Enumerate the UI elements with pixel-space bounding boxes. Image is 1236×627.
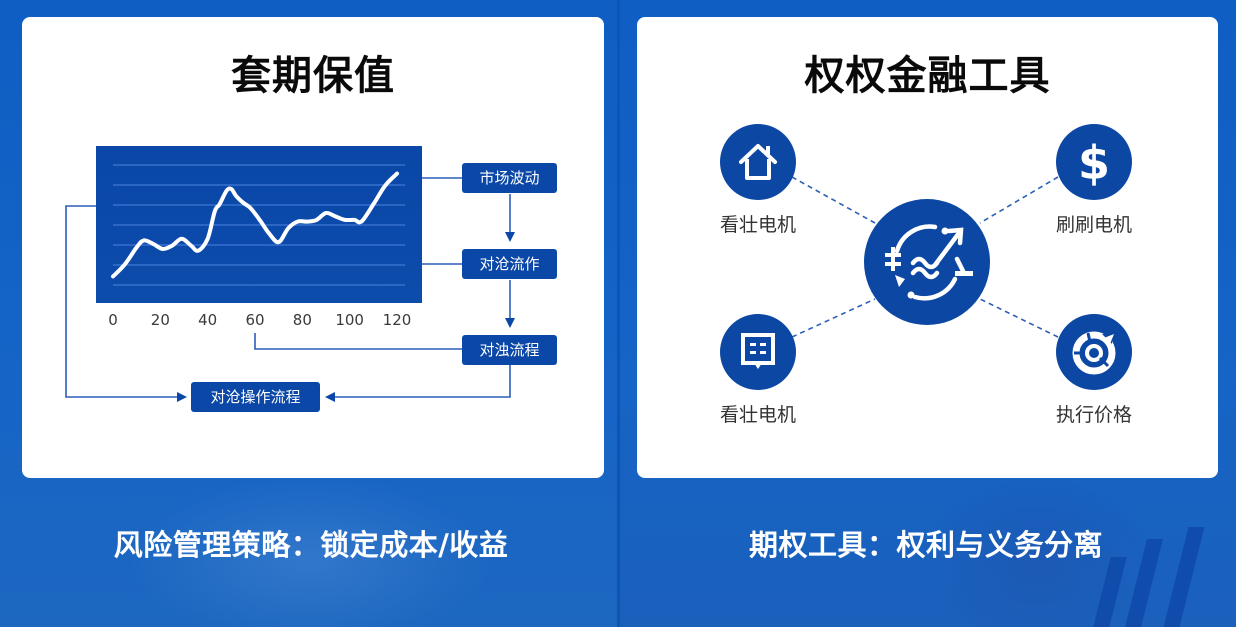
- flow-box-hedge-operation: 对沧操作流程: [191, 382, 320, 412]
- node-label-bottom-left: 看壮电机: [719, 404, 796, 426]
- price-line-chart: [111, 164, 405, 286]
- x-tick-label: 60: [245, 311, 265, 329]
- options-caption: 期权工具：权利与义务分离: [748, 528, 1103, 562]
- panel-divider: [617, 0, 620, 627]
- target-cycle-icon: [1072, 331, 1116, 375]
- x-tick-label: 100: [335, 311, 364, 329]
- chart-gridlines: [113, 164, 405, 286]
- node-label-top-left: 看壮电机: [719, 214, 796, 236]
- x-tick-label: 120: [382, 311, 412, 329]
- price-line: [111, 171, 399, 279]
- hedging-caption: 风险管理策略：锁定成本/收益: [113, 528, 509, 562]
- options-card: 权权金融工具 看壮电机 $ 刷刷电机: [637, 17, 1218, 478]
- node-label-bottom-right: 执行价格: [1055, 404, 1132, 426]
- dollar-icon: $: [1078, 137, 1110, 187]
- x-tick-label: 40: [198, 311, 218, 329]
- node-bottom-right: [1056, 314, 1132, 390]
- options-title: 权权金融工具: [804, 53, 1051, 99]
- hedging-card: 套期保值 0 20 40 60 80 100 120: [22, 17, 604, 478]
- x-tick-label: 0: [108, 311, 118, 329]
- currency-exchange-trend-icon: [885, 224, 973, 301]
- node-center: [864, 199, 990, 325]
- node-label-top-right: 刷刷电机: [1055, 214, 1132, 236]
- house-icon: [739, 144, 777, 180]
- price-chart: [96, 146, 422, 303]
- node-top-left: [720, 124, 796, 200]
- flow-connectors: [65, 177, 515, 402]
- flow-box-market-volatility: 市场波动: [462, 163, 557, 193]
- billboard-icon: [741, 333, 775, 369]
- x-tick-label: 20: [150, 311, 170, 329]
- x-tick-label: 80: [292, 311, 312, 329]
- node-top-right: $: [1056, 124, 1132, 200]
- svg-text:$: $: [1078, 137, 1110, 187]
- flow-box-hedge-process-b: 对浊流程: [462, 335, 557, 365]
- node-connectors: [791, 176, 1059, 338]
- hedging-title: 套期保值: [231, 53, 395, 99]
- node-bottom-left: [720, 314, 796, 390]
- flow-box-hedge-process-a: 对沧流作: [462, 249, 557, 279]
